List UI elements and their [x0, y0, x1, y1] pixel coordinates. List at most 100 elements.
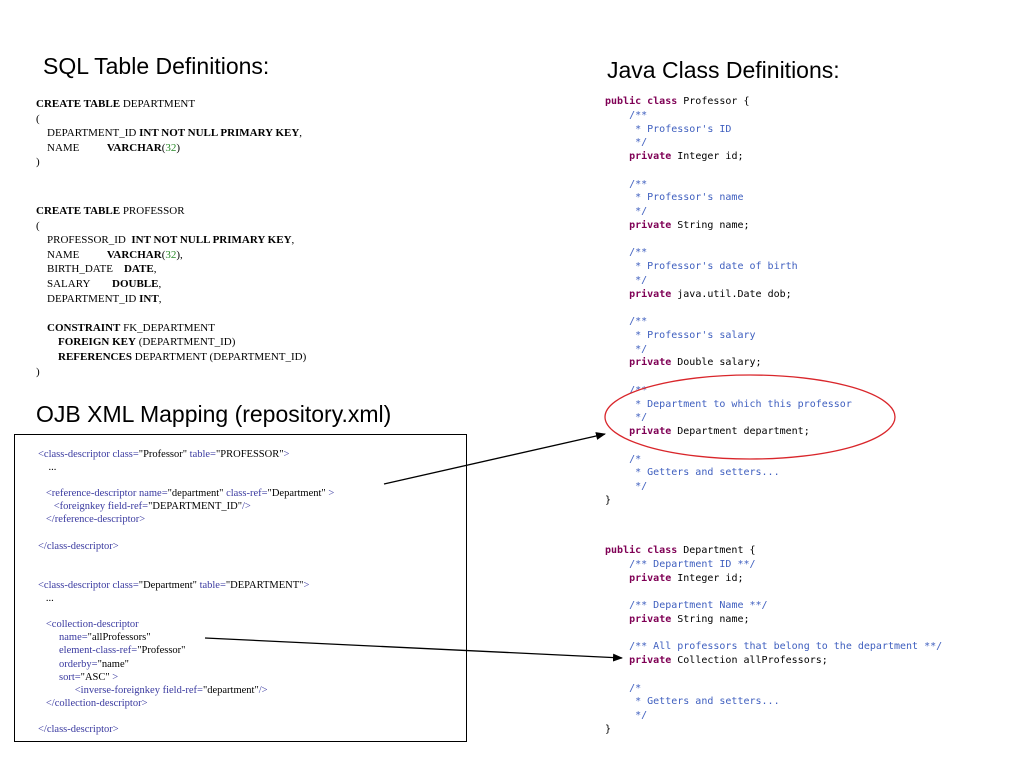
xml-mapping-box: <class-descriptor class="Professor" tabl…	[14, 434, 467, 742]
code-token: ,	[299, 127, 303, 140]
code-token: "Department"	[267, 488, 329, 500]
code-token: private	[629, 613, 672, 625]
code-token: */	[605, 343, 648, 355]
xml-heading: OJB XML Mapping (repository.xml)	[36, 401, 392, 427]
code-token: />	[258, 684, 268, 696]
code-token: /**	[629, 109, 648, 121]
code-line: /**	[605, 384, 852, 398]
code-line: public class Professor {	[605, 95, 852, 109]
code-token: INT NOT NULL PRIMARY KEY	[139, 127, 300, 140]
code-line	[605, 370, 852, 384]
code-token: INT	[139, 292, 159, 305]
code-line: sort="ASC" >	[38, 671, 334, 684]
code-token: private	[629, 219, 672, 231]
code-token	[605, 151, 629, 162]
code-token: table=	[189, 449, 216, 460]
code-token: Integer id;	[671, 151, 744, 162]
code-token: ),	[176, 248, 183, 261]
code-token: name=	[59, 632, 88, 644]
code-line	[38, 605, 334, 618]
code-token: (	[161, 248, 166, 261]
code-token: }	[605, 494, 612, 506]
code-token	[605, 110, 629, 121]
code-token: * Professor's date of birth	[605, 261, 798, 272]
code-line: * Professor's ID	[605, 123, 852, 137]
code-token: /**	[629, 178, 648, 190]
code-token: /** All professors that belong to the de…	[629, 641, 943, 653]
code-token: >	[303, 579, 310, 591]
code-line: <class-descriptor class="Department" tab…	[38, 579, 334, 592]
code-token	[605, 600, 629, 611]
code-token: ,	[153, 263, 157, 276]
code-line: private Integer id;	[605, 572, 942, 586]
code-token: <class-descriptor	[38, 579, 113, 591]
code-token: Integer id;	[671, 572, 744, 584]
code-token: /** Department Name **/	[629, 600, 768, 611]
code-line: /**	[605, 178, 852, 192]
code-token: /**	[629, 384, 648, 396]
code-token: /**	[629, 316, 648, 327]
code-token: "Professor"	[137, 645, 186, 657]
code-token: <inverse-foreignkey	[74, 684, 163, 696]
code-token	[38, 645, 59, 656]
code-line: private java.util.Date dob;	[605, 288, 852, 302]
code-line: */	[605, 411, 852, 425]
code-line: }	[605, 723, 942, 737]
code-token: Collection allProfessors;	[671, 655, 828, 666]
code-line: CREATE TABLE PROFESSOR	[36, 204, 306, 219]
code-token: (	[36, 112, 40, 125]
code-token	[605, 454, 629, 465]
code-line: private String name;	[605, 219, 852, 233]
code-token: "PROFESSOR"	[215, 449, 284, 460]
code-token	[38, 632, 59, 643]
code-token: String name;	[671, 219, 750, 231]
code-token: </class-descriptor>	[38, 540, 119, 552]
code-token: 32	[165, 141, 177, 154]
code-line	[38, 710, 334, 723]
code-line: /**	[605, 109, 852, 123]
code-token	[38, 685, 75, 696]
code-token: BIRTH_DATE	[36, 263, 124, 276]
code-line	[36, 306, 306, 321]
code-token: * Professor's name	[605, 192, 744, 204]
code-token: /**	[629, 247, 648, 259]
code-line: /** Department Name **/	[605, 599, 942, 613]
code-token: "ASC"	[80, 671, 113, 683]
code-token: String name;	[671, 613, 750, 625]
code-token	[38, 501, 54, 512]
code-line	[38, 566, 334, 579]
code-line: <class-descriptor class="Professor" tabl…	[38, 448, 334, 461]
code-token: table=	[199, 579, 226, 591]
code-token: java.util.Date dob;	[671, 288, 792, 300]
code-token	[38, 488, 46, 499]
code-line: * Getters and setters...	[605, 466, 852, 480]
code-line: */	[605, 136, 852, 150]
code-token: * Getters and setters...	[605, 467, 780, 479]
code-token: </class-descriptor>	[38, 723, 119, 735]
code-line: private Department department;	[605, 425, 852, 439]
code-token	[605, 655, 629, 666]
java-department-class: public class Department { /** Department…	[605, 544, 942, 737]
code-token: "DEPARTMENT_ID"	[148, 501, 242, 513]
code-token	[36, 336, 58, 348]
code-line: DEPARTMENT_ID INT,	[36, 292, 306, 307]
code-line: orderby="name"	[38, 658, 334, 671]
code-line: (	[36, 219, 306, 234]
code-token: )	[36, 156, 40, 169]
code-token: private	[629, 288, 672, 300]
code-token: DATE	[123, 263, 154, 276]
code-token: />	[242, 501, 251, 513]
code-token: ,	[291, 234, 295, 247]
code-line: name="allProfessors"	[38, 631, 334, 644]
code-token	[605, 559, 629, 570]
code-token: }	[605, 723, 612, 735]
code-token: SALARY	[36, 277, 112, 290]
code-line: /** All professors that belong to the de…	[605, 640, 942, 654]
code-line: private Double salary;	[605, 356, 852, 370]
code-line: private String name;	[605, 613, 942, 627]
code-line: ...	[38, 461, 334, 474]
code-line	[605, 627, 942, 641]
code-token	[605, 426, 629, 437]
code-token: NAME	[36, 141, 107, 154]
code-token	[605, 385, 629, 396]
